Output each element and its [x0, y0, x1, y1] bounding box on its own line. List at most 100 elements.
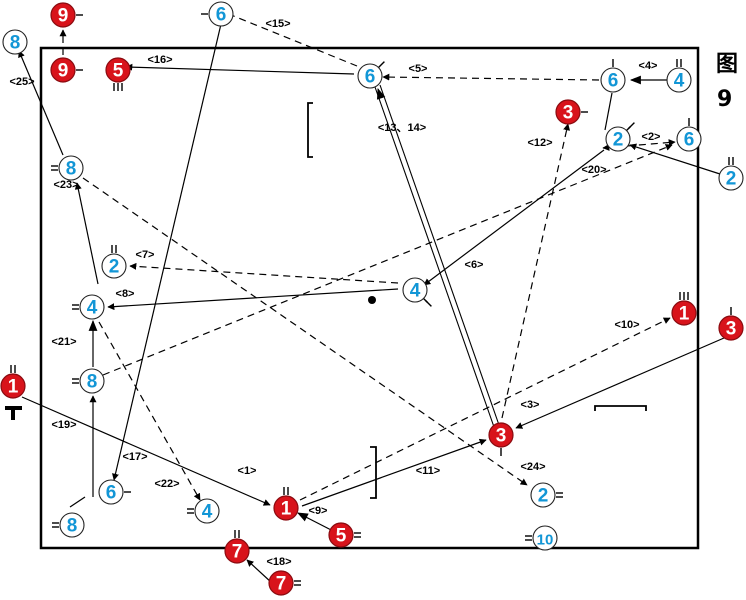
player-token-circle: [357, 63, 383, 89]
move-line: [246, 559, 273, 584]
blue-player-b4-center: 4: [402, 277, 432, 307]
step-label-25: <25>: [9, 76, 34, 88]
pass-line: [129, 262, 399, 284]
t-marker-icon: [5, 406, 22, 420]
player-token-circle: [194, 498, 220, 524]
dribble-line: [374, 86, 495, 428]
step-label-15: <15>: [265, 18, 290, 30]
red-player-r3-lower: 3: [488, 422, 514, 456]
blue-player-b2-left: 2: [101, 245, 127, 279]
blue-player-b4-bottom: 4: [187, 498, 220, 524]
pass-line: [82, 177, 528, 486]
step-label-3: <3>: [521, 399, 540, 411]
player-number: 9: [58, 6, 69, 27]
red-player-r3-right: 3: [718, 307, 744, 341]
red-player-r5-bottom: 5: [328, 522, 361, 548]
marker-bracket-upper: [307, 102, 313, 158]
player-number: 6: [106, 483, 117, 504]
player-number: 1: [679, 304, 690, 325]
pass-line: [501, 123, 571, 419]
player-number: 8: [67, 516, 78, 537]
move-line: [74, 182, 99, 285]
player-token-circle: [79, 294, 105, 320]
player-number: 6: [684, 130, 695, 151]
player-number: 1: [8, 377, 19, 398]
player-token-circle: [605, 126, 631, 152]
red-player-r5-top: 5: [105, 57, 131, 91]
figure-title-number: 9: [717, 87, 732, 112]
blue-player-b8-bottom: 8: [52, 512, 85, 538]
player-token-circle: [50, 57, 76, 83]
blue-player-b4-left: 4: [72, 294, 105, 320]
step-label-16: <16>: [147, 54, 172, 66]
move-line: [112, 23, 222, 481]
player-number: 6: [216, 5, 227, 26]
move-line: [423, 149, 605, 286]
step-label-6: <6>: [465, 259, 484, 271]
red-player-r1-right: 1: [671, 292, 697, 326]
step-label-19: <19>: [51, 419, 76, 431]
blue-player-b6-farright: 6: [676, 118, 702, 152]
step-label-18: <18>: [266, 556, 291, 568]
player-number: 2: [538, 486, 549, 507]
player-token-circle: [2, 29, 28, 55]
player-number: 7: [232, 542, 243, 563]
pass-line: [102, 144, 673, 376]
blue-player-b4-right: 4: [666, 59, 692, 93]
red-player-r3-upper: 3: [555, 99, 588, 125]
move-line: [21, 396, 271, 506]
player-token-circle: [58, 155, 84, 181]
step-label-2: <2>: [642, 131, 661, 143]
blue-player-b2-lowright: 2: [530, 482, 563, 508]
move-line: [18, 50, 64, 156]
player-token-circle: [555, 99, 581, 125]
player-number: 7: [276, 574, 287, 595]
player-number: 1: [281, 499, 292, 520]
dribble-line: [379, 84, 500, 426]
move-line: [125, 63, 355, 75]
step-label-5: <5>: [409, 63, 428, 75]
red-player-r9-mid: 9: [50, 57, 83, 83]
player-number: 3: [496, 426, 507, 447]
player-token-circle: [488, 422, 514, 448]
player-number: 8: [66, 159, 77, 180]
player-token-circle: [600, 67, 626, 93]
pass-line: [98, 321, 201, 501]
move-line: [107, 288, 399, 311]
player-number: 4: [674, 71, 685, 92]
player-number: 2: [613, 130, 624, 151]
dribble-arrow: [376, 87, 386, 100]
move-line: [515, 337, 725, 429]
step-label-10: <10>: [614, 319, 639, 331]
player-number: 10: [537, 532, 554, 549]
player-number: 3: [726, 319, 737, 340]
step-label-23: <23>: [53, 179, 78, 191]
step-label-8: <8>: [116, 288, 135, 300]
player-number: 6: [365, 67, 376, 88]
red-player-r7-lower: 7: [268, 570, 301, 596]
player-token-circle: [98, 479, 124, 505]
blue-player-b2-farright: 2: [718, 157, 744, 191]
blue-player-b6-top: 6: [201, 1, 234, 27]
blue-player-b8-left: 8: [51, 155, 84, 181]
player-number: 5: [113, 61, 124, 82]
step-label-13-14: <13、14>: [378, 122, 426, 134]
player-token-circle: [718, 315, 744, 341]
step-labels-layer: <1><2><3><4><5><6><7><8><9><10><11><12><…: [9, 18, 660, 568]
player-number: 4: [87, 298, 98, 319]
player-token-circle: [530, 482, 556, 508]
blue-player-b2-right: 2: [605, 122, 635, 152]
player-number: 6: [608, 71, 619, 92]
player-token-circle: [59, 512, 85, 538]
player-number: 3: [563, 103, 574, 124]
player-number: 8: [10, 33, 21, 54]
player-token-circle: [101, 253, 127, 279]
player-token-circle: [208, 1, 234, 27]
ball-icon: [368, 296, 376, 304]
player-token-circle: [105, 57, 131, 83]
blue-player-b8-top: 8: [2, 29, 28, 55]
move-line: [301, 438, 487, 507]
player-number: 4: [410, 281, 421, 302]
step-label-1: <1>: [238, 465, 257, 477]
